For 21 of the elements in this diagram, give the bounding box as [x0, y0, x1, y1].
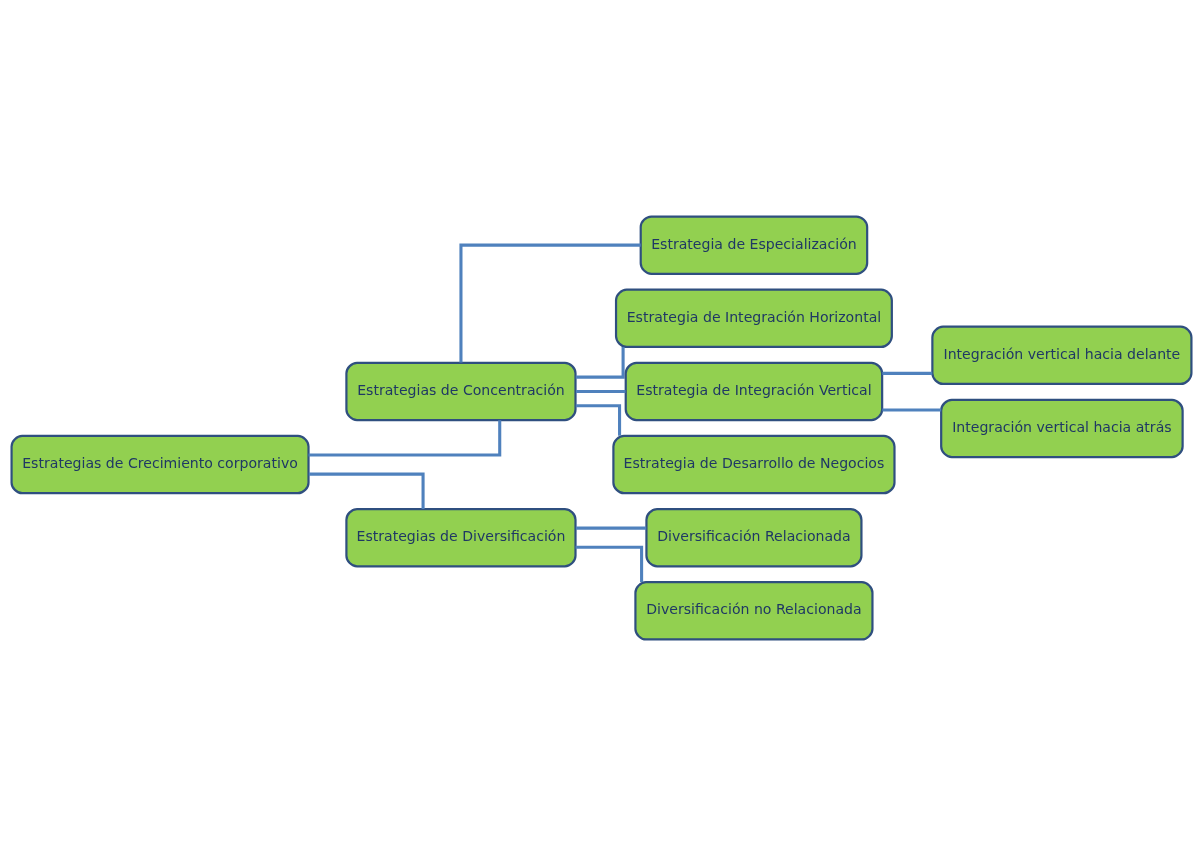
connector	[882, 371, 933, 375]
node-box: Estrategias de Crecimiento corporativo	[10, 434, 310, 494]
node-box: Estrategia de Desarrollo de Negocios	[612, 434, 896, 494]
node-box: Estrategia de Especialización	[639, 214, 869, 275]
connector	[459, 243, 641, 363]
node-box: Integración vertical hacia delante	[931, 325, 1193, 385]
connector	[575, 545, 644, 582]
connector	[575, 346, 625, 379]
node-box: Diversificación Relacionada	[645, 507, 863, 567]
connector	[575, 526, 647, 530]
connector	[575, 389, 626, 393]
node-box: Estrategia de Integración Horizontal	[614, 288, 893, 348]
node-box: Estrategias de Concentración	[345, 361, 577, 421]
node-box: Estrategia de Integración Vertical	[624, 361, 884, 421]
node-box: Diversificación no Relacionada	[634, 580, 874, 641]
node-box: Estrategias de Diversificación	[345, 507, 577, 567]
connector	[308, 419, 502, 457]
node-box: Integración vertical hacia atrás	[940, 398, 1184, 458]
connector	[882, 407, 942, 411]
connector	[308, 472, 425, 509]
connector	[575, 403, 622, 436]
